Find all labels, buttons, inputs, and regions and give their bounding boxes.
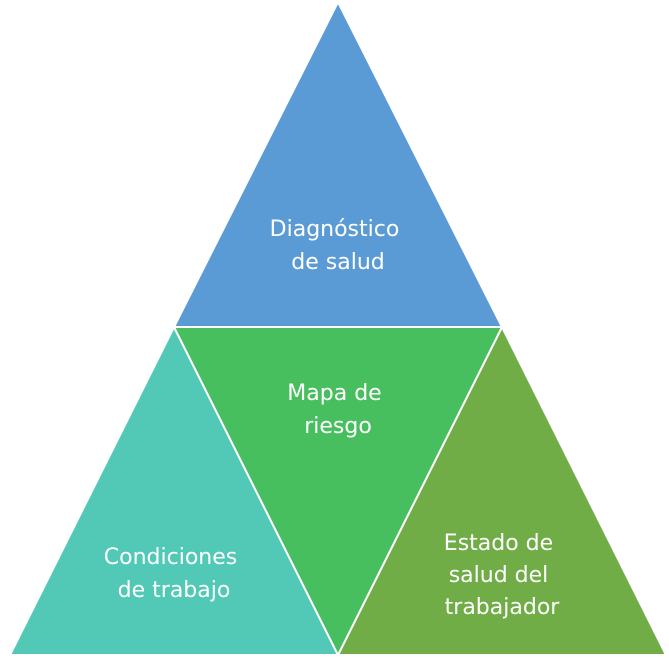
bottom-left-label: Condiciones de trabajo <box>104 545 244 603</box>
center-label: Mapa de riesgo <box>287 381 388 439</box>
center-label-line-1: Mapa de <box>287 381 381 406</box>
top-label-line-1: Diagnóstico <box>270 217 400 242</box>
bottom-right-label-line-2: salud del <box>449 563 549 588</box>
bottom-right-label-line-3: trabajador <box>445 595 561 620</box>
top-label: Diagnóstico de salud <box>270 217 407 275</box>
bottom-left-label-line-1: Condiciones <box>104 545 237 570</box>
top-label-line-2: de salud <box>291 250 384 275</box>
bottom-right-label-line-1: Estado de <box>444 531 553 556</box>
center-inverted-triangle <box>172 326 504 658</box>
center-label-line-2: riesgo <box>304 414 372 439</box>
top-triangle <box>172 0 504 328</box>
bottom-left-label-line-2: de trabajo <box>118 578 231 603</box>
bottom-right-label: Estado de salud del trabajador <box>444 531 560 620</box>
